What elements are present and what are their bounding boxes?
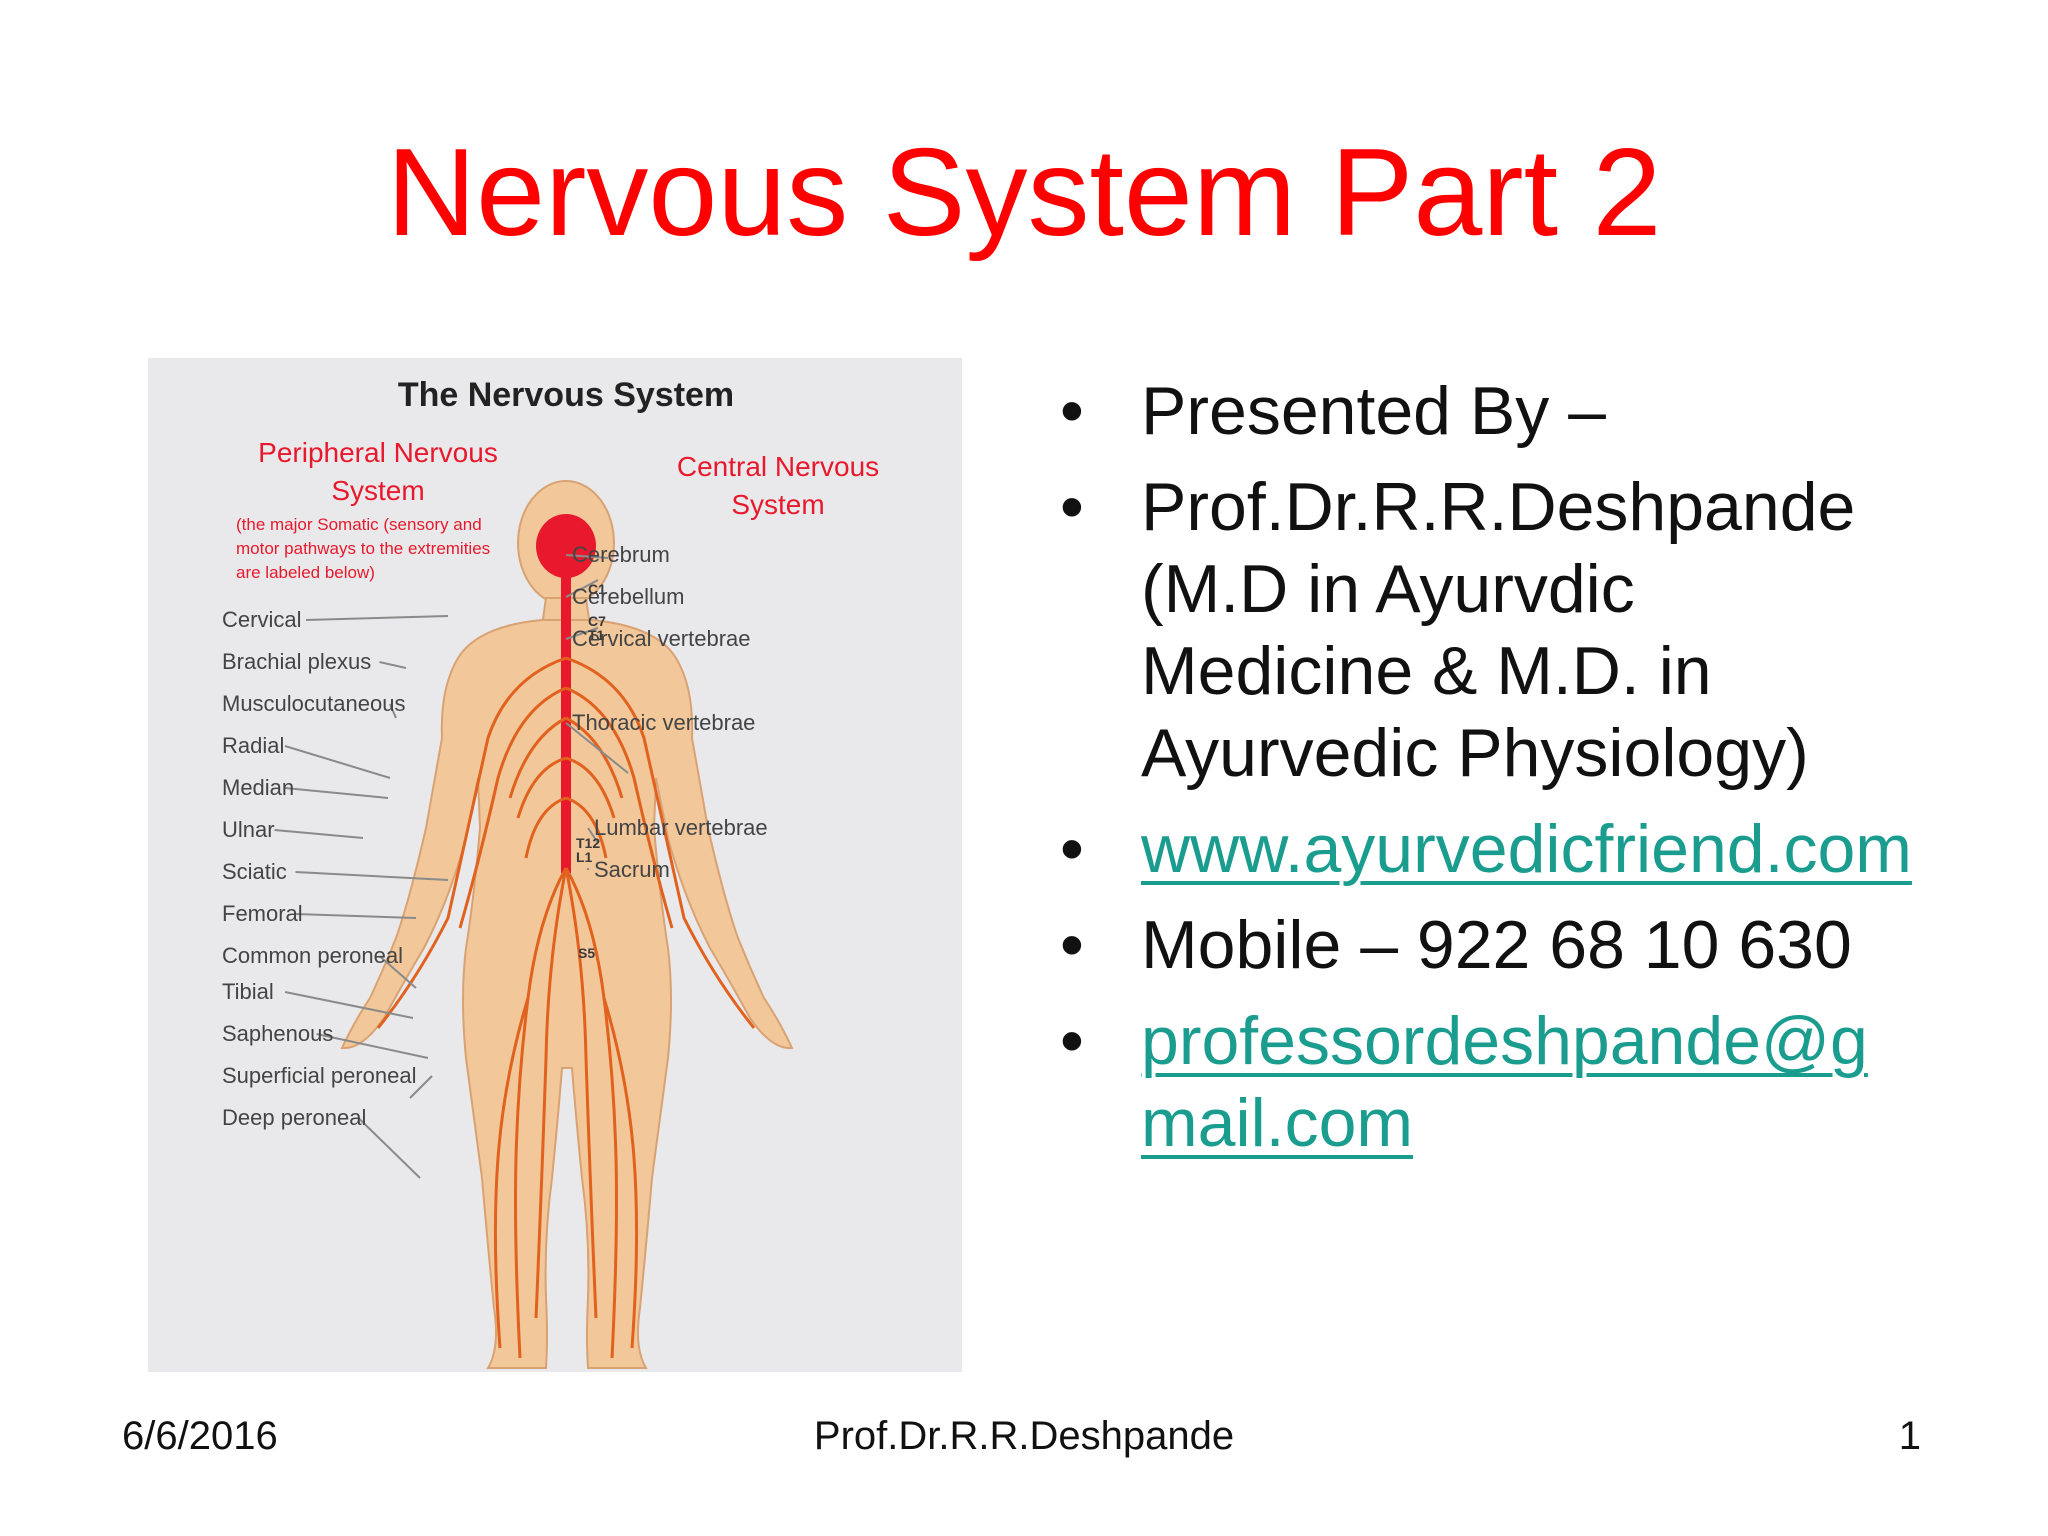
bullet-text: Presented By –	[1141, 370, 1960, 452]
central-nerve-label: Cerebrum	[572, 542, 670, 567]
peripheral-nerve-label: Radial	[222, 733, 284, 758]
spine-mark-l1: L1	[576, 849, 593, 865]
label-pointer-line	[284, 745, 391, 779]
label-pointer-line	[565, 554, 609, 559]
bullet-line[interactable]: professordeshpande@g	[1141, 1003, 1868, 1079]
peripheral-nerve-label: Musculocutaneous	[222, 691, 405, 716]
footer-page-number: 1	[1898, 1414, 1921, 1458]
central-nerve-label: Cerebellum	[572, 584, 685, 609]
label-pointer-line	[295, 871, 449, 881]
bullet-line: Mobile – 922 68 10 630	[1141, 907, 1852, 983]
label-pointer-line	[379, 661, 407, 669]
peripheral-nerve-label: Brachial plexus	[222, 649, 371, 674]
peripheral-nerve-label: Femoral	[222, 901, 303, 926]
spine-mark-c1: C1	[588, 581, 606, 597]
bullet-item: • Presented By –	[1060, 370, 1960, 452]
peripheral-title-line-1: Peripheral Nervous	[258, 437, 498, 468]
peripheral-nerve-label: Cervical	[222, 607, 301, 632]
central-nerve-label: Sacrum	[594, 857, 670, 882]
peripheral-nerve-label: Tibial	[222, 979, 274, 1004]
spine-mark-s5: S5	[578, 945, 595, 961]
label-pointer-line	[295, 913, 417, 919]
peripheral-nerve-label: Ulnar	[222, 817, 275, 842]
label-pointer-line	[284, 991, 414, 1019]
peripheral-title-line-2: System	[331, 475, 424, 506]
peripheral-note-line-1: (the major Somatic (sensory and	[236, 515, 482, 534]
label-pointer-line	[357, 1117, 421, 1179]
diagram-text: The Nervous System Peripheral Nervous Sy…	[236, 376, 879, 961]
bullet-dot-icon: •	[1060, 1003, 1084, 1079]
footer-author: Prof.Dr.R.R.Deshpande	[813, 1414, 1235, 1458]
label-pointers	[274, 554, 629, 1179]
label-pointer-line	[565, 722, 629, 774]
label-pointer-line	[389, 703, 397, 719]
central-nerve-label: Cervical vertebrae	[572, 626, 751, 651]
footer-date: 6/6/2016	[122, 1414, 278, 1458]
bullet-line[interactable]: www.ayurvedicfriend.com	[1141, 811, 1912, 887]
peripheral-nerve-label: Sciatic	[222, 859, 287, 884]
peripheral-nerve-label: Median	[222, 775, 294, 800]
bullet-line: (M.D in Ayurvdic	[1141, 551, 1635, 627]
bullet-line: Ayurvedic Physiology)	[1141, 715, 1809, 791]
diagram-heading: The Nervous System	[398, 376, 734, 414]
central-title-line-2: System	[731, 489, 824, 520]
slide-title: Nervous System Part 2	[386, 124, 1662, 262]
label-pointer-line	[316, 1033, 429, 1059]
bullet-dot-icon: •	[1060, 469, 1084, 545]
label-pointer-line	[409, 1075, 433, 1099]
peripheral-note-line-2: motor pathways to the extremities	[236, 539, 490, 558]
bullet-list: • Presented By – • Prof.Dr.R.R.Deshpande(M.…	[1060, 370, 1960, 1178]
nerve-network	[376, 656, 756, 1359]
central-nerve-label: Lumbar vertebrae	[594, 815, 768, 840]
brain-icon	[536, 514, 596, 578]
spine-mark-t1: T1	[588, 627, 605, 643]
peripheral-nerve-label: Common peroneal	[222, 943, 403, 968]
central-title-line-1: Central Nervous	[677, 451, 879, 482]
bullet-text: Mobile – 922 68 10 630	[1141, 904, 1960, 986]
nervous-system-diagram: The Nervous System Peripheral Nervous Sy…	[148, 358, 962, 1372]
website-link[interactable]: www.ayurvedicfriend.com	[1141, 808, 1960, 890]
bullet-dot-icon: •	[1060, 373, 1084, 449]
bullet-line: Prof.Dr.R.R.Deshpande	[1141, 469, 1856, 545]
label-pointer-line	[587, 827, 599, 844]
bullet-item[interactable]: • www.ayurvedicfriend.com	[1060, 808, 1960, 890]
peripheral-note-line-3: are labeled below)	[236, 563, 375, 582]
label-pointer-line	[305, 615, 449, 621]
peripheral-nerve-label: Superficial peroneal	[222, 1063, 416, 1088]
peripheral-nerve-label: Deep peroneal	[222, 1105, 366, 1130]
bullet-item: • Mobile – 922 68 10 630	[1060, 904, 1960, 986]
bullet-line: Presented By –	[1141, 373, 1606, 449]
diagram-canvas: The Nervous System Peripheral Nervous Sy…	[222, 376, 879, 1369]
spine-mark-t12: T12	[576, 835, 600, 851]
label-pointer-line	[274, 829, 364, 839]
central-nerve-label: Thoracic vertebrae	[572, 710, 755, 735]
bullet-dot-icon: •	[1060, 907, 1084, 983]
bullet-line[interactable]: mail.com	[1141, 1085, 1414, 1161]
bullet-dot-icon: •	[1060, 811, 1084, 887]
label-pointer-line	[284, 787, 389, 799]
peripheral-nerve-label: Saphenous	[222, 1021, 333, 1046]
label-pointer-line	[378, 955, 417, 989]
spine-mark-c7: C7	[588, 613, 606, 629]
label-pointer-line	[565, 579, 599, 598]
bullet-line: Medicine & M.D. in	[1141, 633, 1712, 709]
label-pointer-line	[565, 627, 599, 640]
